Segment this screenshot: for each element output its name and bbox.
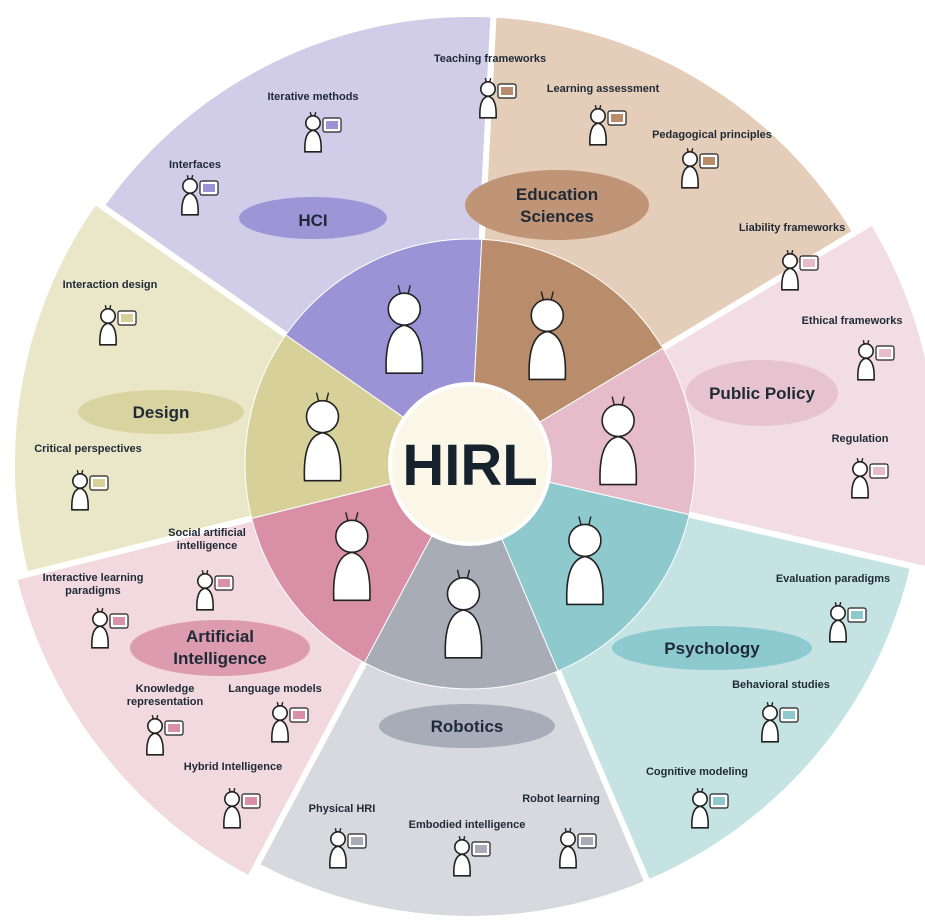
social-ai-icon bbox=[196, 570, 234, 611]
center-hub: HIRL bbox=[388, 382, 552, 546]
robotics-label: Robotics bbox=[431, 717, 504, 736]
sector-core-robotics bbox=[363, 462, 559, 690]
topic-label: Cognitive modeling bbox=[646, 766, 748, 778]
psychology-label: Psychology bbox=[664, 639, 760, 658]
language-model-icon bbox=[271, 702, 309, 743]
education-label: Education bbox=[516, 185, 598, 204]
topic-ai-3: Language models bbox=[228, 683, 322, 743]
hybrid-icon bbox=[223, 788, 261, 829]
topic-robotics-2: Robot learning bbox=[522, 793, 600, 869]
topic-psychology-0: Evaluation paradigms bbox=[776, 573, 890, 643]
topic-hci-0: Interfaces bbox=[169, 159, 221, 216]
critical-icon bbox=[71, 470, 109, 511]
knowledge-graph-icon bbox=[146, 715, 184, 756]
policy-label: Public Policy bbox=[709, 384, 815, 403]
topic-policy-0: Liability frameworks bbox=[739, 222, 845, 291]
topic-psychology-2: Cognitive modeling bbox=[646, 766, 748, 829]
topic-label: Regulation bbox=[832, 433, 889, 445]
psychology-label-pill: Psychology bbox=[612, 626, 812, 670]
robot-learning-icon bbox=[559, 828, 597, 869]
teaching-icon bbox=[479, 78, 517, 119]
monitor-icon bbox=[691, 788, 729, 829]
interaction-design-icon bbox=[99, 305, 137, 346]
topic-label: Pedagogical principles bbox=[652, 129, 772, 141]
topic-education-0: Teaching frameworks bbox=[434, 53, 546, 119]
hci-label: HCI bbox=[298, 211, 327, 230]
assessment-icon bbox=[589, 105, 627, 146]
topic-robotics-0: Physical HRI bbox=[309, 803, 376, 869]
hci-core-figure-icon bbox=[385, 285, 424, 374]
topic-label: Iterative methods bbox=[267, 91, 358, 103]
ai-label: Artificial bbox=[186, 627, 254, 646]
topic-ai-4: Hybrid Intelligence bbox=[184, 761, 282, 829]
robotics-label-pill: Robotics bbox=[379, 704, 555, 748]
topic-policy-2: Regulation bbox=[832, 433, 889, 499]
design-core-figure-icon bbox=[303, 392, 342, 482]
policy-core-figure-icon bbox=[599, 396, 638, 486]
topic-label: Teaching frameworks bbox=[434, 53, 546, 65]
evaluation-icon bbox=[829, 602, 867, 643]
liability-icon bbox=[781, 250, 819, 291]
sector-robotics bbox=[252, 457, 652, 922]
topic-label: Physical HRI bbox=[309, 803, 376, 815]
topic-label: Embodied intelligence bbox=[409, 819, 526, 831]
hci-label-pill: HCI bbox=[239, 197, 387, 239]
topic-label: Liability frameworks bbox=[739, 222, 845, 234]
topic-label: Evaluation paradigms bbox=[776, 573, 890, 585]
topic-label: Language models bbox=[228, 683, 322, 695]
iterative-methods-icon bbox=[304, 112, 342, 153]
interfaces-icon bbox=[181, 175, 219, 216]
physical-hri-icon bbox=[329, 828, 367, 869]
topic-label: Behavioral studies bbox=[732, 679, 830, 691]
policy-label-pill: Public Policy bbox=[686, 360, 838, 426]
topic-label: Learning assessment bbox=[547, 83, 660, 95]
topic-label: Hybrid Intelligence bbox=[184, 761, 282, 773]
design-label-pill: Design bbox=[78, 390, 244, 434]
topic-education-1: Learning assessment bbox=[547, 83, 660, 146]
topic-label: Critical perspectives bbox=[34, 443, 142, 455]
embodied-icon bbox=[453, 836, 491, 877]
topic-robotics-1: Embodied intelligence bbox=[409, 819, 526, 877]
behavior-icon bbox=[761, 702, 799, 743]
robotics-core-figure-icon bbox=[444, 569, 483, 659]
psychology-core-figure-icon bbox=[565, 516, 604, 606]
design-label: Design bbox=[133, 403, 190, 422]
education-label: Sciences bbox=[520, 207, 594, 226]
topic-education-2: Pedagogical principles bbox=[652, 129, 772, 189]
ai-label: Intelligence bbox=[173, 649, 267, 668]
topic-label: Interfaces bbox=[169, 159, 221, 171]
scales-icon bbox=[857, 340, 895, 381]
education-core-figure-icon bbox=[528, 291, 567, 381]
topic-design-0: Interaction design bbox=[63, 279, 158, 346]
pedagogy-icon bbox=[681, 148, 719, 189]
topic-policy-1: Ethical frameworks bbox=[802, 315, 903, 381]
regulation-icon bbox=[851, 458, 889, 499]
topic-label: Robot learning bbox=[522, 793, 600, 805]
topic-label: Ethical frameworks bbox=[802, 315, 903, 327]
center-title: HIRL bbox=[402, 433, 537, 498]
topic-design-1: Critical perspectives bbox=[34, 443, 142, 511]
ai-core-figure-icon bbox=[332, 512, 371, 602]
interactive-learning-icon bbox=[91, 608, 129, 649]
topic-label: Interaction design bbox=[63, 279, 158, 291]
topic-hci-1: Iterative methods bbox=[267, 91, 359, 153]
topic-psychology-1: Behavioral studies bbox=[732, 679, 830, 743]
